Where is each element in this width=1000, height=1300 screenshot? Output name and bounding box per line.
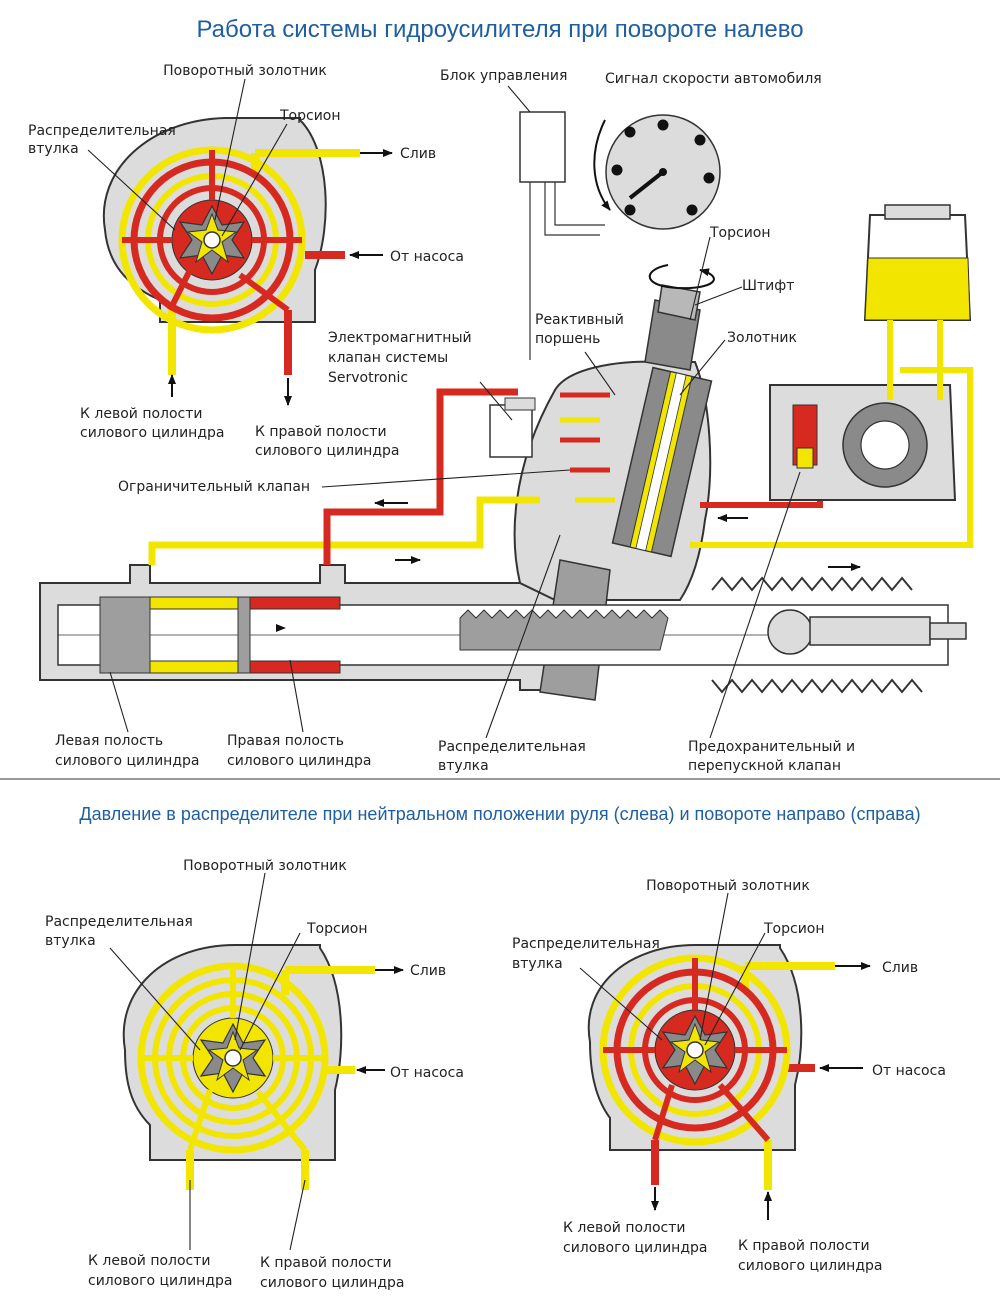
label-rotary-spool: Поворотный золотник: [163, 63, 327, 79]
label-sleeve-gear-2: втулка: [438, 758, 489, 774]
label-speed-signal: Сигнал скорости автомобиля: [605, 71, 822, 87]
label-left-cavity-neutral-1: К левой полости: [88, 1253, 211, 1269]
label-torsion-neutral: Торсион: [306, 921, 368, 937]
label-right-cavity-right-1: К правой полости: [738, 1238, 870, 1254]
label-right-cavity-neutral-1: К правой полости: [260, 1255, 392, 1271]
label-right-cylinder-1: Правая полость: [227, 733, 344, 749]
speed-signal-dial: [593, 114, 721, 230]
label-left-cylinder-1: Левая полость: [55, 733, 163, 749]
label-safety-valve-2: перепускной клапан: [688, 758, 841, 774]
label-drain-neutral: Слив: [410, 963, 446, 979]
top-valve-cross-section: [102, 117, 360, 375]
label-servo-3: Servotronic: [328, 370, 408, 386]
label-right-cavity-right-2: силового цилиндра: [738, 1258, 882, 1274]
right-turn-valve-cross-section: [587, 944, 835, 1190]
label-sleeve-neutral-2: втулка: [45, 933, 96, 949]
label-sleeve-1: Распределительная: [28, 123, 176, 139]
servotronic-valve: [489, 397, 536, 458]
label-control-unit: Блок управления: [440, 68, 567, 84]
label-left-cylinder-2: силового цилиндра: [55, 753, 199, 769]
label-reactive-piston-2: поршень: [535, 331, 600, 347]
top-title: Работа системы гидроусилителя при поворо…: [196, 16, 803, 43]
label-servo-2: клапан системы: [328, 350, 448, 366]
label-drain: Слив: [400, 146, 436, 162]
label-right-cavity-neutral-2: силового цилиндра: [260, 1275, 404, 1291]
label-torsion: Торсион: [279, 108, 341, 124]
label-torsion-right: Торсион: [763, 921, 825, 937]
label-from-pump-neutral: От насоса: [390, 1065, 464, 1081]
label-rotary-spool-neutral: Поворотный золотник: [183, 858, 347, 874]
label-limit-valve: Ограничительный клапан: [118, 479, 310, 495]
steering-gear-housing: [39, 284, 967, 701]
label-from-pump-right: От насоса: [872, 1063, 946, 1079]
label-right-cavity-2: силового цилиндра: [255, 443, 399, 459]
label-reactive-piston-1: Реактивный: [535, 312, 624, 328]
neutral-valve-cross-section: [122, 944, 375, 1190]
label-sleeve-right-1: Распределительная: [512, 936, 660, 952]
label-sleeve-gear-1: Распределительная: [438, 739, 586, 755]
label-safety-valve-1: Предохранительный и: [688, 739, 855, 755]
label-left-cavity-right-1: К левой полости: [563, 1220, 686, 1236]
label-pin: Штифт: [742, 278, 794, 294]
label-servo-1: Электромагнитный: [328, 330, 472, 346]
label-left-cavity-2: силового цилиндра: [80, 425, 224, 441]
label-rotary-spool-right: Поворотный золотник: [646, 878, 810, 894]
label-right-cylinder-2: силового цилиндра: [227, 753, 371, 769]
label-sleeve-2: втулка: [28, 141, 79, 157]
label-drain-right: Слив: [882, 960, 918, 976]
label-left-cavity-right-2: силового цилиндра: [563, 1240, 707, 1256]
label-from-pump: От насоса: [390, 249, 464, 265]
pump-reservoir: [769, 204, 972, 501]
label-sleeve-right-2: втулка: [512, 956, 563, 972]
label-torsion-gear: Торсион: [709, 225, 771, 241]
bottom-title: Давление в распределителе при нейтрально…: [79, 804, 920, 824]
label-spool: Золотник: [727, 330, 797, 346]
label-left-cavity-1: К левой полости: [80, 406, 203, 422]
hydraulic-lines: [148, 367, 973, 632]
control-unit: [519, 111, 605, 360]
label-sleeve-neutral-1: Распределительная: [45, 914, 193, 930]
label-left-cavity-neutral-2: силового цилиндра: [88, 1273, 232, 1289]
label-right-cavity-1: К правой полости: [255, 424, 387, 440]
